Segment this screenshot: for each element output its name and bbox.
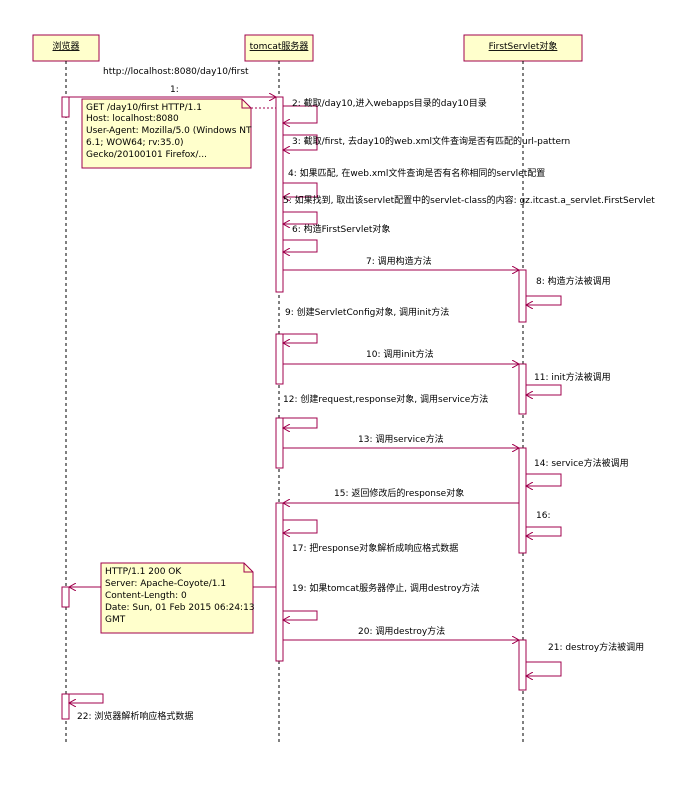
message-3-label: 3: 截取/first, 去day10的web.xml文件查询是否有匹配的url… [292,135,570,147]
request-note: GET /day10/first HTTP/1.1 Host: localhos… [81,98,276,169]
message-5-label: 5: 如果找到, 取出该servlet配置中的servlet-class的内容:… [283,194,655,206]
activation-browser-3 [61,693,70,720]
participant-tomcat-label: tomcat服务器 [250,40,309,52]
message-11-label: 11: init方法被调用 [534,371,611,383]
request-note-line: Host: localhost:8080 [86,114,179,124]
self-arrow-11 [526,384,562,395]
self-arrow-16 [526,526,562,536]
self-arrow-8 [526,295,562,305]
request-note-line: GET /day10/first HTTP/1.1 [86,103,202,113]
message-1: 1: [69,85,276,97]
message-20: 20: 调用destroy方法 [283,625,519,640]
message-15-label: 15: 返回修改后的response对象 [334,487,464,499]
message-19-label: 19: 如果tomcat服务器停止, 调用destroy方法 [292,582,480,594]
participant-servlet: FirstServlet对象 [463,34,583,62]
self-arrow-2 [283,105,318,123]
message-10-label: 10: 调用init方法 [366,348,434,360]
activation-servlet-4 [518,639,527,691]
message-13-label: 13: 调用service方法 [358,433,444,445]
request-note-line: User-Agent: Mozilla/5.0 (Windows NT [86,126,252,136]
response-note-line: HTTP/1.1 200 OK [105,567,182,577]
participant-tomcat: tomcat服务器 [244,34,314,62]
activation-tomcat-3 [275,417,284,469]
message-21-label: 21: destroy方法被调用 [548,641,644,653]
message-20-label: 20: 调用destroy方法 [358,625,445,637]
activation-servlet-3 [518,447,527,554]
self-arrow-12 [283,417,318,428]
response-note-line: Server: Apache-Coyote/1.1 [105,579,226,589]
response-note: HTTP/1.1 200 OK Server: Apache-Coyote/1.… [100,562,255,634]
participant-servlet-label: FirstServlet对象 [489,40,558,52]
self-arrow-19 [283,610,318,620]
activation-servlet-1 [518,269,527,323]
response-note-line: Content-Length: 0 [105,591,187,601]
servlet-self-arrows [526,295,562,676]
message-1-label: 1: [170,85,179,95]
self-arrow-4 [283,182,318,197]
activation-tomcat-1 [275,96,284,293]
message-7: 7: 调用构造方法 [283,255,519,270]
message-16-label: 16: [536,511,550,521]
activation-browser-2 [61,586,70,608]
self-arrow-17 [283,519,318,533]
activation-tomcat-4 [275,502,284,662]
activation-tomcat-2 [275,333,284,385]
self-arrow-5 [283,211,318,224]
participant-browser-label: 浏览器 [52,40,79,52]
message-10: 10: 调用init方法 [283,348,519,364]
participant-browser: 浏览器 [32,34,100,62]
url-label: http://localhost:8080/day10/first [103,67,249,77]
activation-servlet-2 [518,363,527,415]
message-8-label: 8: 构造方法被调用 [536,275,611,287]
message-9-label: 9: 创建ServletConfig对象, 调用init方法 [285,306,449,318]
self-arrow-21 [526,661,562,676]
message-4-label: 4: 如果匹配, 在web.xml文件查询是否有名称相同的servlet配置 [288,167,545,179]
tomcat-self-arrows [69,105,318,703]
self-arrow-22 [69,693,104,703]
activation-browser-1 [61,96,70,118]
message-2-label: 2: 截取/day10,进入webapps目录的day10目录 [292,97,487,109]
request-note-line: 6.1; WOW64; rv:35.0) [86,138,184,148]
self-arrow-14 [526,473,562,486]
message-12-label: 12: 创建request,response对象, 调用service方法 [283,393,488,405]
self-arrow-3 [283,134,318,150]
message-14-label: 14: service方法被调用 [534,457,629,469]
response-note-line: GMT [105,615,126,625]
message-22-label: 22: 浏览器解析响应格式数据 [77,710,193,722]
message-6-label: 6: 构造FirstServlet对象 [292,223,390,235]
request-note-line: Gecko/20100101 Firefox/... [86,150,207,160]
message-13: 13: 调用service方法 [283,433,519,448]
self-arrow-9 [283,333,318,343]
message-17-label: 17: 把response对象解析成响应格式数据 [292,542,458,554]
message-15: 15: 返回修改后的response对象 [283,487,519,503]
message-7-label: 7: 调用构造方法 [366,255,432,267]
response-note-line: Date: Sun, 01 Feb 2015 06:24:13 [105,603,255,613]
self-arrow-6 [283,239,318,252]
